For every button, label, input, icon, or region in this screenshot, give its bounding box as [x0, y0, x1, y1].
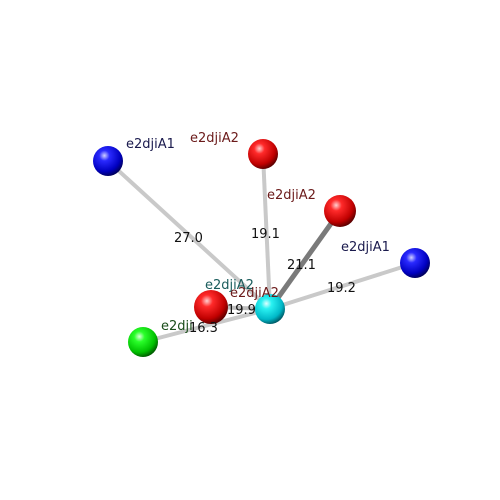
- distance-label-green-left: 16.3: [189, 321, 218, 336]
- distance-label-layer: 27.0 19.1 21.1 19.2 19.9 16.3: [174, 227, 356, 336]
- atom-blue-right[interactable]: [400, 248, 430, 278]
- bond-red-top: [261, 153, 272, 310]
- distance-label-blue-left: 27.0: [174, 231, 203, 246]
- bond-blue-right: [269, 261, 416, 311]
- label-blue-left: e2djiA1: [126, 137, 175, 152]
- label-blue-right: e2djiA1: [341, 240, 390, 255]
- atom-label-layer: e2djiA1 e2djiA2 e2djiA2 e2djiA1 e2djiA2 …: [126, 131, 390, 334]
- bond-blue-left: [106, 159, 272, 311]
- atom-green-left[interactable]: [128, 327, 158, 357]
- distance-label-red-mid: 19.9: [227, 303, 256, 318]
- distance-label-red-right: 21.1: [287, 258, 316, 273]
- label-center: e2djiA2: [205, 278, 254, 293]
- atom-center[interactable]: [255, 294, 285, 324]
- atom-red-right[interactable]: [324, 195, 356, 227]
- atom-blue-left[interactable]: [93, 146, 123, 176]
- atom-red-mid[interactable]: [194, 290, 228, 324]
- distance-label-red-top: 19.1: [251, 227, 280, 242]
- atom-red-top[interactable]: [248, 139, 278, 169]
- bond-green-left: [142, 307, 271, 344]
- distance-label-blue-right: 19.2: [327, 281, 356, 296]
- label-red-right: e2djiA2: [267, 188, 316, 203]
- bond-layer: [106, 153, 416, 344]
- label-red-mid: e2djiA2: [230, 286, 279, 301]
- bond-red-right: [267, 209, 343, 311]
- label-red-top: e2djiA2: [190, 131, 239, 146]
- label-green-left: e2dji: [161, 319, 193, 334]
- atom-layer: [93, 139, 430, 357]
